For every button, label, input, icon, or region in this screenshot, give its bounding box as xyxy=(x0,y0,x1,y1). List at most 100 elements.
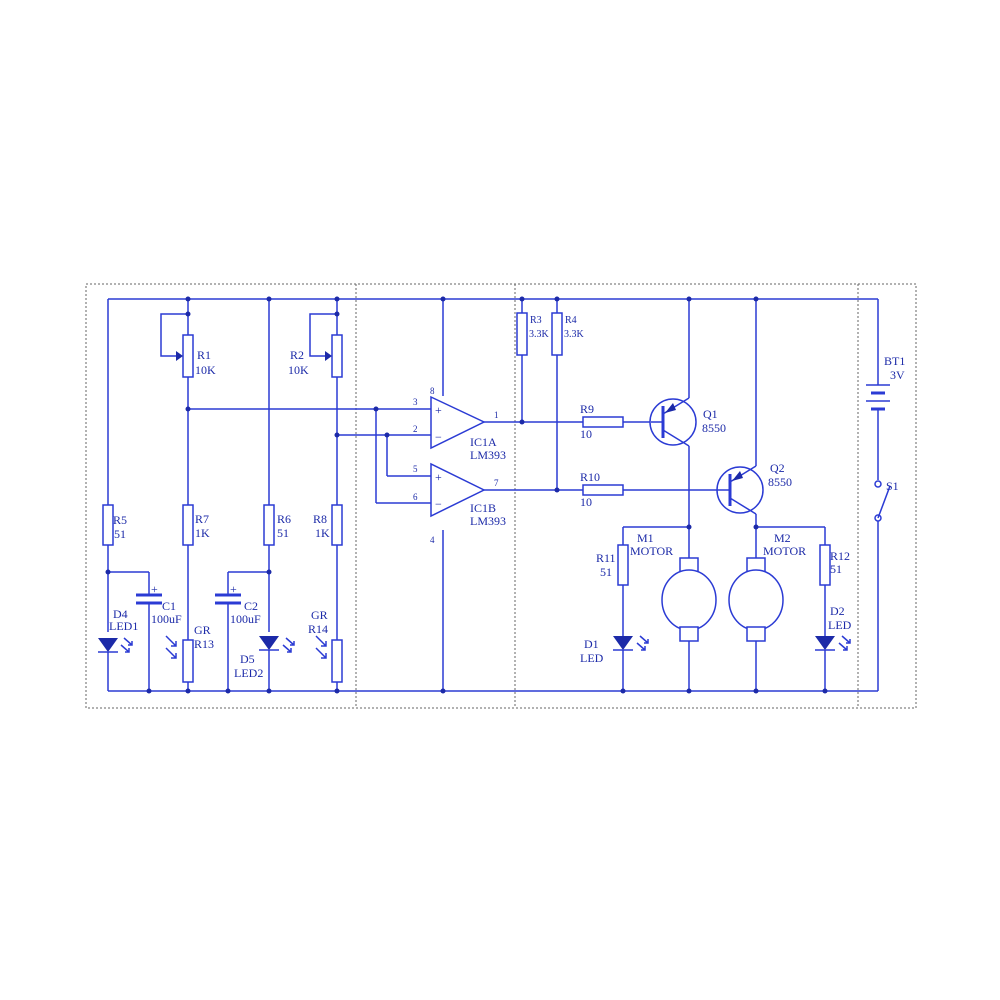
opamp-ic1b xyxy=(430,462,486,518)
pin-8: 8 xyxy=(430,386,435,396)
resistor-r8 xyxy=(331,504,343,546)
label-r4-ref: R4 xyxy=(565,315,577,326)
label-m1-value: MOTOR xyxy=(630,544,673,558)
label-d2-value: LED xyxy=(828,618,852,632)
resistor-r11 xyxy=(617,544,629,586)
label-r2-ref: R2 xyxy=(290,348,304,362)
photoresistor-r14 xyxy=(331,639,343,683)
label-s1-ref: S1 xyxy=(886,479,899,493)
resistor-r6 xyxy=(263,504,275,546)
led-d2-symbol xyxy=(815,636,835,650)
transistor-q2 xyxy=(716,299,764,527)
label-r12-ref: R12 xyxy=(830,549,850,563)
resistor-r9 xyxy=(582,416,624,428)
label-c1-ref: C1 xyxy=(162,599,176,613)
label-r14-ref: R14 xyxy=(308,622,328,636)
ic1a-plus: + xyxy=(435,403,442,417)
label-r7-value: 1K xyxy=(195,526,210,540)
pin-3: 3 xyxy=(413,397,418,407)
label-ic1a-value: LM393 xyxy=(470,448,506,462)
label-r5-value: 51 xyxy=(114,527,126,541)
transistor-q1 xyxy=(649,299,697,527)
label-ic1b-value: LM393 xyxy=(470,514,506,528)
battery-bt1 xyxy=(866,384,890,411)
label-r10-ref: R10 xyxy=(580,470,600,484)
resistor-r7 xyxy=(182,504,194,546)
pin-2: 2 xyxy=(413,424,418,434)
label-d2-ref: D2 xyxy=(830,604,845,618)
label-q2-ref: Q2 xyxy=(770,461,785,475)
led-d1-symbol xyxy=(613,636,633,650)
label-d1-value: LED xyxy=(580,651,604,665)
label-d5-ref: D5 xyxy=(240,652,255,666)
label-r8-ref: R8 xyxy=(313,512,327,526)
label-d4-ref: D4 xyxy=(113,607,128,621)
label-ic1a-ref: IC1A xyxy=(470,435,497,449)
pot-r1-branch xyxy=(160,299,441,691)
label-r1-value: 10K xyxy=(195,363,216,377)
label-r13-type: GR xyxy=(194,623,211,637)
label-r11-value: 51 xyxy=(600,565,612,579)
label-c1-plus: + xyxy=(151,582,158,596)
power-rails xyxy=(108,298,879,692)
resistor-r3 xyxy=(516,312,528,356)
label-bt1-value: 3V xyxy=(890,368,905,382)
label-ic1b-ref: IC1B xyxy=(470,501,496,515)
label-r13-ref: R13 xyxy=(194,637,214,651)
junction-dots xyxy=(105,296,828,694)
label-r14-type: GR xyxy=(311,608,328,622)
pin-4: 4 xyxy=(430,535,435,545)
switch-s1 xyxy=(874,480,891,522)
resistor-r5 xyxy=(102,504,114,546)
section-frames xyxy=(85,283,917,709)
led-d4-branch xyxy=(98,299,149,691)
label-r9-ref: R9 xyxy=(580,402,594,416)
label-d1-ref: D1 xyxy=(584,637,599,651)
led-d5-symbol xyxy=(259,636,279,650)
label-m2-value: MOTOR xyxy=(763,544,806,558)
comparator-section xyxy=(375,299,583,691)
label-r6-ref: R6 xyxy=(277,512,291,526)
led-d5-branch xyxy=(215,299,295,691)
pot-r2-branch xyxy=(309,299,441,691)
label-d5-value: LED2 xyxy=(234,666,263,680)
pin-6: 6 xyxy=(413,492,418,502)
label-q1-ref: Q1 xyxy=(703,407,718,421)
ic1a-minus: − xyxy=(435,430,442,444)
label-r7-ref: R7 xyxy=(195,512,209,526)
label-c1-value: 100uF xyxy=(151,612,182,626)
label-r12-value: 51 xyxy=(830,562,842,576)
label-r11-ref: R11 xyxy=(596,551,616,565)
resistor-r4 xyxy=(551,312,563,356)
label-r8-value: 1K xyxy=(315,526,330,540)
pin-5: 5 xyxy=(413,464,418,474)
label-d4-value: LED1 xyxy=(109,619,138,633)
label-c2-plus: + xyxy=(230,582,237,596)
label-r5-ref: R5 xyxy=(113,513,127,527)
motor-m2-branch xyxy=(728,526,851,691)
motor-m1-branch xyxy=(613,526,717,691)
label-r1-ref: R1 xyxy=(197,348,211,362)
label-r4-value: 3.3K xyxy=(564,329,585,340)
resistor-r12 xyxy=(819,544,831,586)
label-q1-value: 8550 xyxy=(702,421,726,435)
label-r6-value: 51 xyxy=(277,526,289,540)
ic1b-plus: + xyxy=(435,470,442,484)
label-r10-value: 10 xyxy=(580,495,592,509)
label-bt1-ref: BT1 xyxy=(884,354,905,368)
potentiometer-r2 xyxy=(331,334,343,378)
potentiometer-r1 xyxy=(182,334,194,378)
label-r2-value: 10K xyxy=(288,363,309,377)
led-d4-symbol xyxy=(98,638,118,652)
motor-m1 xyxy=(661,569,717,631)
label-r9-value: 10 xyxy=(580,427,592,441)
capacitor-c1 xyxy=(136,572,162,691)
label-r3-value: 3.3K xyxy=(529,329,550,340)
label-q2-value: 8550 xyxy=(768,475,792,489)
pin-1: 1 xyxy=(494,410,499,420)
label-m2-ref: M2 xyxy=(774,531,791,545)
pin-7: 7 xyxy=(494,478,499,488)
opamp-ic1a xyxy=(430,395,486,450)
photoresistor-r13 xyxy=(182,639,194,683)
